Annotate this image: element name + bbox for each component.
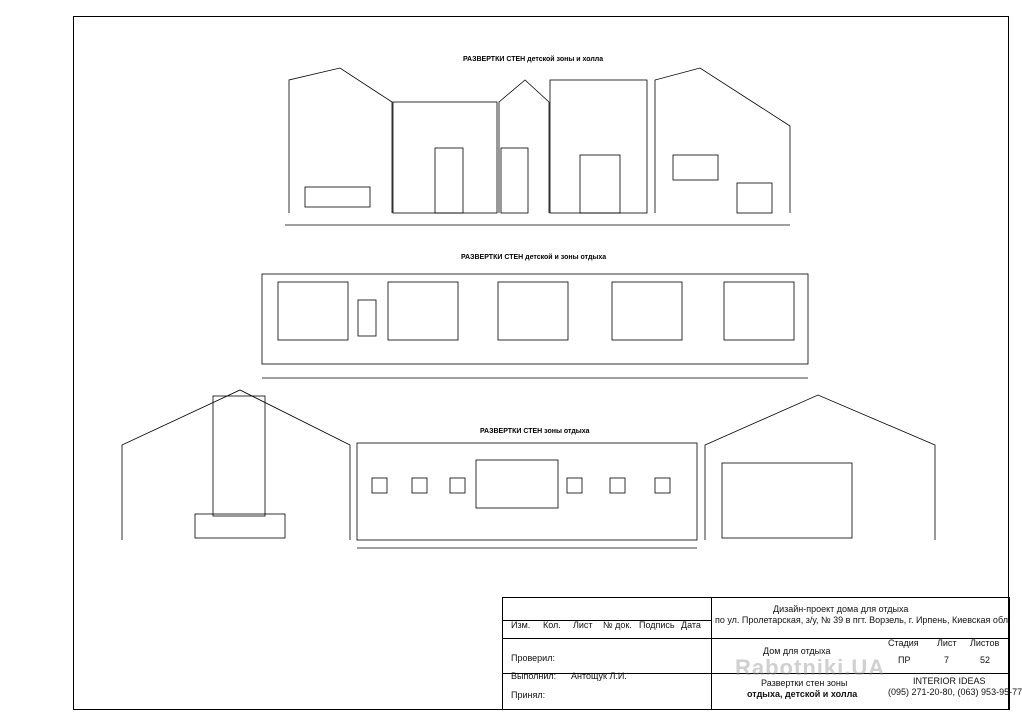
- done-label: Выполнил:: [511, 671, 557, 681]
- section-title-middle: РАЗВЕРТКИ СТЕН детской и зоны отдыха: [461, 254, 607, 261]
- sheets-label: Листов: [970, 638, 1000, 648]
- stage-label: Стадия: [888, 638, 919, 648]
- frame-left-line: [73, 16, 74, 709]
- frame-6: [654, 477, 671, 494]
- frame-top-line: [73, 16, 1008, 17]
- panel-1: [357, 299, 377, 337]
- bookshelf-outline: [579, 154, 621, 214]
- curtain-window-2: [387, 281, 459, 341]
- stamp-row-line: [503, 620, 711, 621]
- curtain-window-4: [611, 281, 683, 341]
- kitchen-cabinets-outline: [721, 462, 853, 539]
- fireplace-base-outline: [194, 513, 286, 539]
- project-line2: по ул. Пролетарская, з/у, № 39 в пгт. Во…: [715, 615, 1011, 625]
- project-line1: Дизайн-проект дома для отдыха: [773, 604, 909, 614]
- long-wall-elevation: [261, 273, 809, 365]
- accepted-label: Принял:: [511, 690, 546, 700]
- header-izm: Изм.: [511, 620, 531, 630]
- sheet-value: 7: [944, 655, 950, 665]
- door-outline-2: [500, 147, 529, 214]
- sheets-value: 52: [980, 655, 991, 665]
- stone-wall-elevation: [121, 389, 351, 540]
- curtain-window-6: [475, 459, 559, 509]
- wall-elevation-4: [549, 79, 648, 214]
- header-doc: № док.: [603, 620, 632, 630]
- frame-4: [566, 477, 583, 494]
- curtain-window-3: [497, 281, 569, 341]
- checked-label: Проверил:: [511, 653, 555, 663]
- sheet-label: Лист: [937, 638, 957, 648]
- stamp-divider: [711, 598, 712, 709]
- wall-elevation-1: [288, 67, 393, 213]
- kitchen-wall-elevation: [704, 394, 936, 540]
- sofa-outline: [304, 186, 371, 208]
- drawing-line1: Развертки стен зоны: [761, 678, 848, 688]
- frame-5: [609, 477, 626, 494]
- frame-1: [371, 477, 388, 494]
- company-phones: (095) 271-20-80, (063) 953-95-77: [888, 687, 1022, 697]
- curtain-window-1: [277, 281, 349, 341]
- stamp-row-line: [503, 673, 1009, 674]
- company-name: INTERIOR IDEAS: [913, 676, 986, 686]
- header-list: Лист: [573, 620, 593, 630]
- rest-zone-wall-elevation: [356, 442, 698, 541]
- section-title-top: РАЗВЕРТКИ СТЕН детской зоны и холла: [463, 56, 604, 63]
- stone-chimney-outline: [212, 395, 266, 517]
- section-title-bottom: РАЗВЕРТКИ СТЕН зоны отдыха: [480, 428, 590, 435]
- title-block: Изм. Кол. Лист № док. Подпись Дата Дизай…: [502, 597, 1022, 710]
- header-date: Дата: [681, 620, 701, 630]
- done-by: Антощук Л.И.: [571, 671, 627, 681]
- stage-value: ПР: [898, 655, 911, 665]
- header-kol: Кол.: [543, 620, 561, 630]
- window-outline: [672, 154, 719, 181]
- wall-elevation-3: [498, 79, 550, 213]
- wall-elevation-2: [392, 101, 498, 214]
- stamp-row-line: [503, 638, 1009, 639]
- frame-3: [449, 477, 466, 494]
- wall-elevation-5: [654, 67, 791, 213]
- header-sign: Подпись: [639, 620, 675, 630]
- frame-right-line: [1008, 16, 1009, 709]
- object-name: Дом для отдыха: [763, 646, 831, 656]
- door-outline: [434, 147, 464, 214]
- curtain-window-5: [723, 281, 795, 341]
- frame-2: [411, 477, 428, 494]
- watermark: Rabotniki.UA: [735, 655, 886, 680]
- fireplace-outline: [736, 182, 773, 214]
- drawing-line2: отдыха, детской и холла: [747, 689, 858, 699]
